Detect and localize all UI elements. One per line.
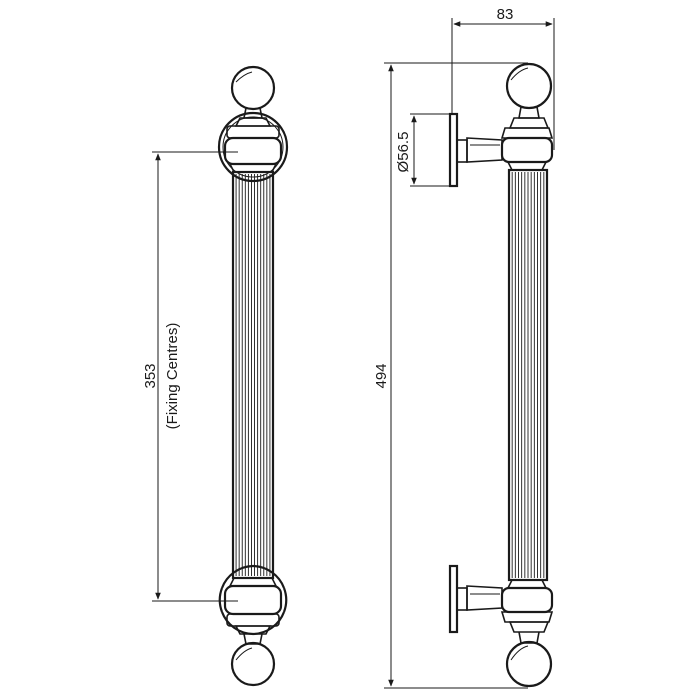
- fixing-centres-dimension: 353 (Fixing Centres): [142, 151, 238, 602]
- bottom-collar: [223, 577, 283, 627]
- projection-dimension: 83: [451, 6, 555, 150]
- rose-diameter-value: Ø56.5: [395, 132, 412, 173]
- front-view: 353 (Fixing Centres): [142, 65, 289, 687]
- top-collar: [223, 125, 283, 173]
- bottom-ball-finial: [230, 625, 276, 687]
- side-bottom-collar: [500, 579, 554, 623]
- fixing-centres-value: 353: [142, 363, 159, 388]
- side-top-fixing: [448, 112, 503, 188]
- side-top-ball-finial: [505, 62, 553, 129]
- rose-diameter-dimension: Ø56.5: [395, 113, 452, 187]
- fluted-grip: [231, 170, 275, 580]
- side-top-collar: [500, 127, 554, 171]
- side-fluted-grip: [507, 168, 549, 582]
- top-rose: [217, 111, 289, 183]
- projection-value: 83: [497, 6, 514, 23]
- side-view: 83 494 Ø56.5: [373, 6, 555, 689]
- side-bottom-fixing: [448, 564, 503, 634]
- overall-length-value: 494: [373, 363, 390, 388]
- side-bottom-ball-finial: [505, 621, 553, 688]
- overall-length-dimension: 494: [373, 62, 528, 689]
- bottom-rose: [218, 564, 288, 636]
- fixing-centres-label: (Fixing Centres): [164, 323, 181, 430]
